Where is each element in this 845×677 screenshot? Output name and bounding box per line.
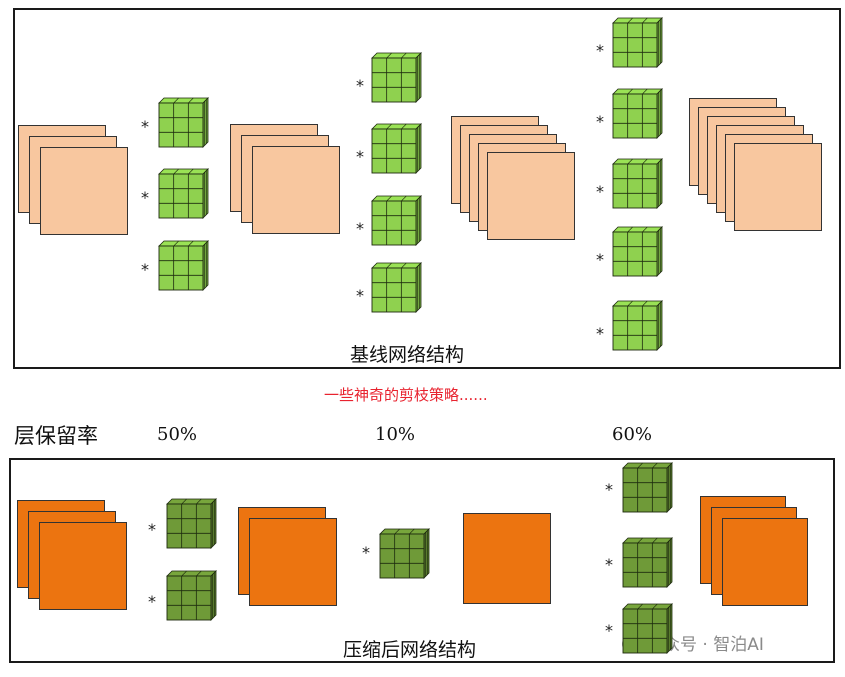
compressed-stack-3-map-1 — [463, 513, 551, 604]
baseline-kernel-g3-4-operator: * — [596, 250, 604, 269]
baseline-kernel-g2-1-operator: * — [356, 76, 364, 95]
compressed-kernel-g3-2-cube — [622, 537, 673, 588]
baseline-kernel-g3-3-cube — [612, 158, 663, 209]
baseline-kernel-g2-2-cube — [371, 123, 422, 174]
baseline-kernel-g2-3-operator: * — [356, 219, 364, 238]
baseline-stack-2-map-3 — [252, 146, 340, 234]
baseline-stack-1-map-3 — [40, 147, 128, 235]
baseline-stack-4-map-6 — [734, 143, 822, 231]
baseline-kernel-g1-2-operator: * — [141, 188, 149, 207]
layer-retention-rate-label: 层保留率 — [14, 424, 98, 448]
baseline-kernel-g3-5-cube — [612, 300, 663, 351]
compressed-kernel-g2-1-cube — [379, 528, 430, 579]
baseline-network-caption: 基线网络结构 — [350, 344, 465, 366]
baseline-kernel-g1-1-operator: * — [141, 117, 149, 136]
baseline-kernel-g3-1-cube — [612, 17, 663, 68]
baseline-kernel-g2-3-cube — [371, 195, 422, 246]
baseline-kernel-g3-4-cube — [612, 226, 663, 277]
compressed-kernel-g1-1-cube — [166, 498, 217, 549]
baseline-kernel-g1-3-cube — [158, 240, 209, 291]
compressed-kernel-g3-1-operator: * — [605, 480, 613, 499]
baseline-kernel-g3-2-cube — [612, 88, 663, 139]
pruning-strategy-note: 一些神奇的剪枝策略...... — [324, 386, 488, 404]
compressed-kernel-g3-1-cube — [622, 462, 673, 513]
compressed-kernel-g2-1-operator: * — [362, 543, 370, 562]
baseline-kernel-g3-3-operator: * — [596, 182, 604, 201]
baseline-kernel-g3-2-operator: * — [596, 112, 604, 131]
retention-rate-1: 50% — [157, 424, 198, 445]
retention-rate-3: 60% — [612, 424, 653, 445]
compressed-kernel-g3-3-cube — [622, 603, 673, 654]
baseline-kernel-g1-3-operator: * — [141, 260, 149, 279]
baseline-kernel-g3-5-operator: * — [596, 324, 604, 343]
baseline-kernel-g2-1-cube — [371, 52, 422, 103]
baseline-kernel-g3-1-operator: * — [596, 41, 604, 60]
compressed-kernel-g3-3-operator: * — [605, 621, 613, 640]
baseline-kernel-g2-2-operator: * — [356, 147, 364, 166]
compressed-kernel-g3-2-operator: * — [605, 555, 613, 574]
compressed-stack-4-map-3 — [722, 518, 808, 606]
baseline-kernel-g1-2-cube — [158, 168, 209, 219]
baseline-kernel-g1-1-cube — [158, 97, 209, 148]
baseline-kernel-g2-4-operator: * — [356, 286, 364, 305]
watermark-text: 公众号 · 智泊AI — [646, 635, 764, 655]
compressed-stack-2-map-2 — [249, 518, 337, 606]
compressed-kernel-g1-2-cube — [166, 570, 217, 621]
retention-rate-2: 10% — [375, 424, 416, 445]
compressed-network-caption: 压缩后网络结构 — [343, 639, 477, 661]
baseline-stack-3-map-5 — [487, 152, 575, 240]
compressed-stack-1-map-3 — [39, 522, 127, 610]
baseline-kernel-g2-4-cube — [371, 262, 422, 313]
compressed-kernel-g1-2-operator: * — [148, 592, 156, 611]
compressed-kernel-g1-1-operator: * — [148, 520, 156, 539]
